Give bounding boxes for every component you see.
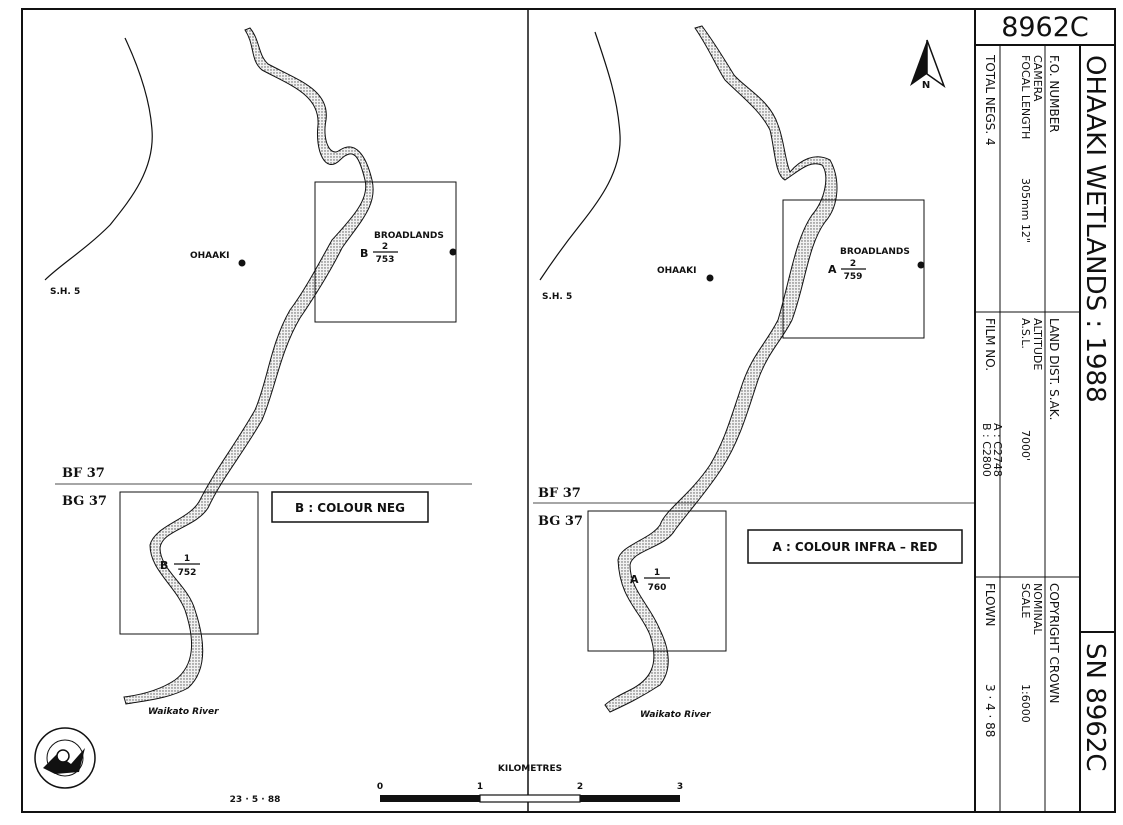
scale-segment-0-1 <box>380 795 480 802</box>
left-legend-box <box>271 491 429 523</box>
right-grid-lower-label: BG 37 <box>538 514 583 529</box>
title: OHAAKI WETLANDS : 1988 <box>1080 55 1110 403</box>
focal-length-label: FOCAL LENGTH <box>1019 55 1032 139</box>
title-block: 8962C OHAAKI WETLANDS : 1988 SN 8962C F.… <box>975 12 1115 812</box>
total-negs: TOTAL NEGS. 4 <box>983 54 997 146</box>
sheet-number: 8962C <box>1001 12 1089 43</box>
left-waikato-river <box>123 27 374 705</box>
left-broadlands-label: BROADLANDS <box>374 231 444 241</box>
right-legend-text: A : COLOUR INFRA – RED <box>772 540 937 554</box>
scale-tick-0: 0 <box>377 782 383 792</box>
film-a: A : C2748 <box>991 423 1004 477</box>
right-photo-frame-bottom <box>587 510 727 652</box>
flown-label: FLOWN <box>983 583 997 626</box>
left-frame-bottom-letter: B <box>160 559 168 572</box>
right-frame-top-run: 2 <box>850 259 856 269</box>
left-frame-top-letter: B <box>360 247 368 260</box>
right-road-sh5 <box>539 31 621 281</box>
land-dist: LAND DIST. S.AK. <box>1047 318 1061 420</box>
right-broadlands-point <box>917 261 925 269</box>
scale-label: SCALE <box>1019 583 1032 618</box>
left-ohaaki-point <box>238 259 246 267</box>
nominal-label: NOMINAL <box>1031 583 1044 635</box>
scale-bar-title: KILOMETRES <box>498 764 562 774</box>
sheet-code: SN 8962C <box>1080 643 1110 772</box>
film-no-label: FILM NO. <box>983 318 997 371</box>
left-frame-bottom-neg: 752 <box>178 568 197 578</box>
left-legend-text: B : COLOUR NEG <box>295 501 405 515</box>
asl-label: A.S.L. <box>1019 318 1032 349</box>
left-river-label: Waikato River <box>148 707 219 717</box>
focal-length-value: 305mm 12" <box>1019 178 1032 243</box>
scale-value: 1:6000 <box>1019 684 1032 723</box>
right-map: S.H. 5 OHAAKI BROADLANDS A 2 759 A 1 760… <box>533 25 975 720</box>
right-river-label: Waikato River <box>640 710 711 720</box>
film-b: B : C2800 <box>980 423 993 477</box>
north-arrow-icon: N <box>910 39 946 91</box>
flown-value: 3 · 4 · 88 <box>983 684 997 737</box>
right-broadlands-label: BROADLANDS <box>840 247 910 257</box>
right-legend-box <box>747 529 963 564</box>
left-broadlands-point <box>449 248 457 256</box>
north-label: N <box>922 80 930 91</box>
right-frame-bottom-letter: A <box>630 573 639 586</box>
left-frame-bottom-run: 1 <box>184 554 190 564</box>
right-waikato-river <box>604 25 838 713</box>
altitude-value: 7000' <box>1019 430 1032 461</box>
scale-bar: KILOMETRES 0 1 2 3 <box>377 764 683 803</box>
right-grid-upper-label: BF 37 <box>538 486 581 501</box>
sheet-border <box>21 8 1116 813</box>
scale-tick-3: 3 <box>677 782 683 792</box>
right-frame-bottom-neg: 760 <box>648 583 667 593</box>
nz-aerial-mapping-logo <box>34 727 96 789</box>
right-frame-top-letter: A <box>828 263 837 276</box>
fo-number-label: F.O. NUMBER <box>1047 55 1061 133</box>
scale-segment-2-3 <box>580 795 680 802</box>
right-frame-bottom-run: 1 <box>654 568 660 578</box>
right-frame-top-neg: 759 <box>844 272 863 282</box>
left-grid-upper-label: BF 37 <box>62 466 105 481</box>
right-photo-frame-top <box>782 199 925 339</box>
camera-label: CAMERA <box>1031 55 1044 102</box>
right-road-label: S.H. 5 <box>542 292 572 302</box>
left-grid-lower-label: BG 37 <box>62 494 107 509</box>
right-ohaaki-point <box>706 274 714 282</box>
left-photo-frame-bottom <box>119 491 259 635</box>
scale-segment-1-2 <box>479 794 581 803</box>
diagram-date: 23 · 5 · 88 <box>230 795 281 805</box>
left-frame-top-neg: 753 <box>376 255 395 265</box>
left-frame-top-run: 2 <box>382 242 388 252</box>
left-road-sh5 <box>44 37 153 281</box>
left-road-label: S.H. 5 <box>50 287 80 297</box>
scale-tick-1: 1 <box>477 782 483 792</box>
right-ohaaki-label: OHAAKI <box>657 266 696 276</box>
left-ohaaki-label: OHAAKI <box>190 251 229 261</box>
left-map: S.H. 5 OHAAKI BROADLANDS B 2 753 B 1 752… <box>44 27 472 717</box>
scale-tick-2: 2 <box>577 782 583 792</box>
copyright: COPYRIGHT CROWN <box>1047 583 1061 703</box>
altitude-label: ALTITUDE <box>1031 318 1044 370</box>
